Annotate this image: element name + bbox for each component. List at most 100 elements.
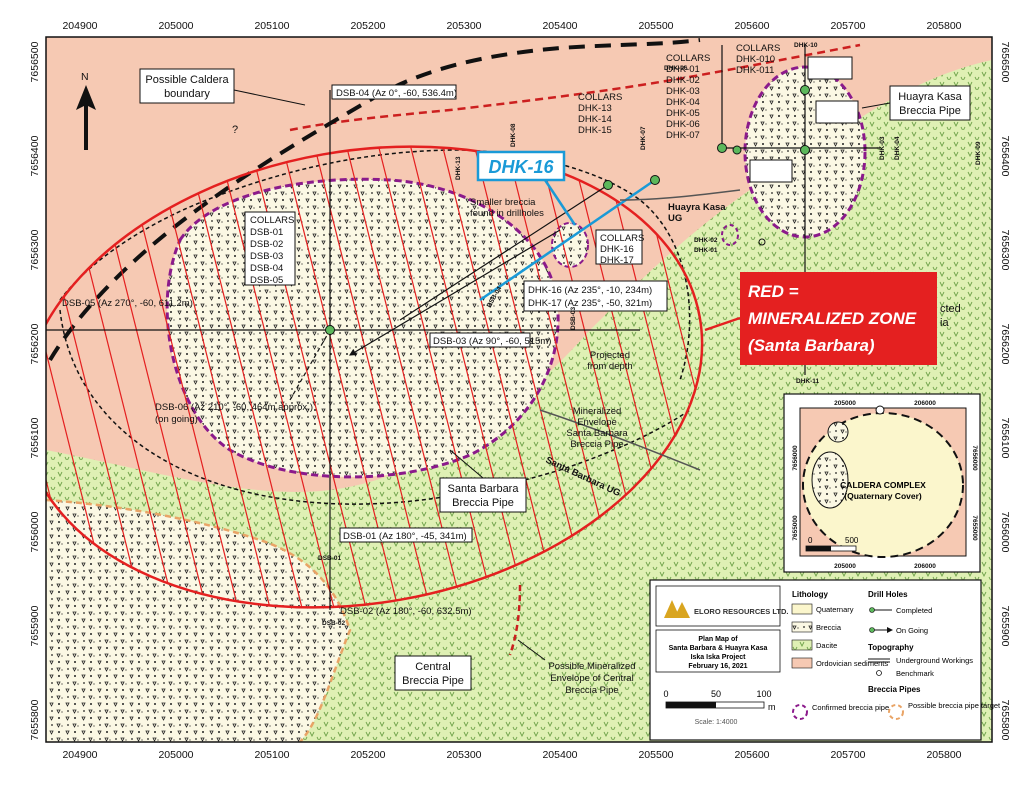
inset-y-r1: 7655000 [971, 515, 978, 541]
hatch-line [0, 120, 22, 640]
dhk13-collar-item: DHK-13 [578, 103, 612, 114]
question-mark: ? [232, 124, 238, 136]
projected-outline [59, 149, 691, 381]
red-callout-1: RED = [748, 282, 799, 301]
hole-tag-dhk06: DHK-06 [664, 65, 688, 72]
hole-tag-dsb03: DSB-03 [570, 306, 577, 330]
dhk08-box [749, 159, 793, 183]
dsb-collar-item: DSB-04 [250, 263, 283, 274]
dsb01-label: DSB-01 (Az 180°, -45, 341m) [343, 531, 467, 542]
projected-right-2: ia [940, 317, 949, 329]
projected-2: from depth [587, 361, 632, 372]
dsb-collar-item: DSB-05 [250, 275, 283, 286]
y-ticks-right: 7656500765640076563007656200765610076560… [999, 42, 1011, 741]
y-tick-right: 7655800 [999, 700, 1011, 741]
dhk16-callout: DHK-16 [488, 157, 554, 177]
dhk13-collar-item: DHK-15 [578, 125, 612, 136]
y-tick-right: 7656500 [999, 42, 1011, 83]
dhk16-label: DHK-16 (Az 235°, -10, 234m) [528, 285, 652, 296]
legend-topo-header: Topography [868, 643, 914, 652]
hatch-line [403, 119, 535, 641]
collar-dhk08 [732, 145, 742, 155]
collar-dsb [325, 325, 335, 335]
inset-title-2: (Quaternary Cover) [844, 491, 922, 501]
y-tick-right: 7656300 [999, 230, 1011, 271]
hole-tag-dsb01: DSB-01 [318, 555, 342, 562]
huayra-ug-2: UG [668, 213, 682, 224]
dhk-main-collar-item: DHK-03 [666, 86, 700, 97]
x-tick-bottom: 205200 [350, 749, 385, 761]
scale-unit: m [768, 702, 776, 712]
y-tick-right: 7656200 [999, 324, 1011, 365]
hole-tag-dhk11: DHK-11 [796, 378, 820, 385]
collar-dhk012 [800, 85, 810, 95]
huayra-label-2: Breccia Pipe [899, 105, 961, 117]
hole-tag-dhk01: DHK-01 [694, 247, 718, 254]
mineralized-dashed [289, 43, 861, 132]
hole-tag-dhk10: DHK-10 [794, 42, 818, 49]
dhk17-trace [348, 229, 561, 356]
projected-right-1: cted [940, 303, 961, 315]
y-tick-left: 7656100 [29, 417, 41, 458]
x-tick-top: 205000 [158, 20, 193, 32]
hole-tag-dhk02: DHK-02 [694, 237, 718, 244]
envelope-label-3: Breccia Pipe [565, 685, 618, 696]
inset-y-r0: 7656000 [971, 445, 978, 471]
inset-title-1: CALDERA COMPLEX [840, 480, 926, 490]
central-pipe-label-box [394, 655, 472, 691]
legend-lithology-header: Lithology [792, 590, 829, 599]
dhk-main-collar-item: DHK-07 [666, 130, 700, 141]
legend-title-1: Plan Map of [698, 636, 738, 643]
projected-outline-lower [59, 309, 691, 505]
x-tick-bottom: 205400 [542, 749, 577, 761]
x-tick-bottom: 205300 [446, 749, 481, 761]
legend-ongoing: On Going [896, 626, 928, 635]
dhk-main-collar-item: DHK-02 [666, 75, 700, 86]
legend-benchmark: Benchmark [896, 669, 934, 678]
x-tick-top: 205200 [350, 20, 385, 32]
svg-text:N: N [81, 71, 89, 83]
dhk16-label-box [523, 280, 668, 312]
smaller-breccia-2: found in drillholes [470, 208, 544, 219]
sb-pipe-label-2: Breccia Pipe [452, 497, 514, 509]
collar-dhk16 [650, 175, 660, 185]
hatch-line [275, 119, 407, 641]
dhk16-collar-item: DHK-17 [600, 255, 634, 266]
min-env-4: Breccia Pipe [570, 439, 623, 450]
x-tick-top: 205400 [542, 20, 577, 32]
dhk-main-collar-item: DHK-05 [666, 108, 700, 119]
map-frame [45, 36, 993, 743]
hole-tag-dhk04: DHK-04 [894, 136, 901, 160]
caldera-label-2: boundary [164, 88, 210, 100]
collar-dhk09 [800, 145, 810, 155]
hatch-line [179, 119, 311, 641]
legend: ELORO RESOURCES LTD. Plan Map of Santa B… [649, 579, 1001, 741]
x-tick-top: 205700 [830, 20, 865, 32]
red-callout-2: MINERALIZED ZONE [748, 309, 917, 328]
dhk16-collars-box [595, 229, 643, 265]
red-callout-3: (Santa Barbara) [748, 336, 875, 355]
central-pipe-label-1: Central [415, 661, 450, 673]
central-breccia-area [46, 500, 350, 742]
x-tick-bottom: 204900 [62, 749, 97, 761]
x-tick-bottom: 205800 [926, 749, 961, 761]
hole-tag-dhk08: DHK-08 [510, 123, 517, 147]
dsb01-label-box [339, 527, 473, 543]
dsb03-label-box [429, 332, 531, 348]
inset-x-bot-1: 206000 [914, 563, 936, 570]
y-tick-right: 7656100 [999, 418, 1011, 459]
legend-drill-header: Drill Holes [868, 590, 908, 599]
x-tick-bottom: 205600 [734, 749, 769, 761]
x-tick-bottom: 205100 [254, 749, 289, 761]
collar-dhk13 [603, 180, 613, 190]
hatch-line [243, 119, 375, 641]
collar-dhk01 [717, 143, 727, 153]
dsb-collar-item: COLLARS [250, 215, 294, 226]
hole-tag-dhk13: DHK-13 [455, 156, 462, 180]
north-arrow-icon: N [76, 71, 96, 150]
x-tick-top: 205800 [926, 20, 961, 32]
dsb06-status: (on going) [155, 414, 198, 425]
dhk012-box [807, 56, 853, 80]
dsb-collar-item: DSB-02 [250, 239, 283, 250]
